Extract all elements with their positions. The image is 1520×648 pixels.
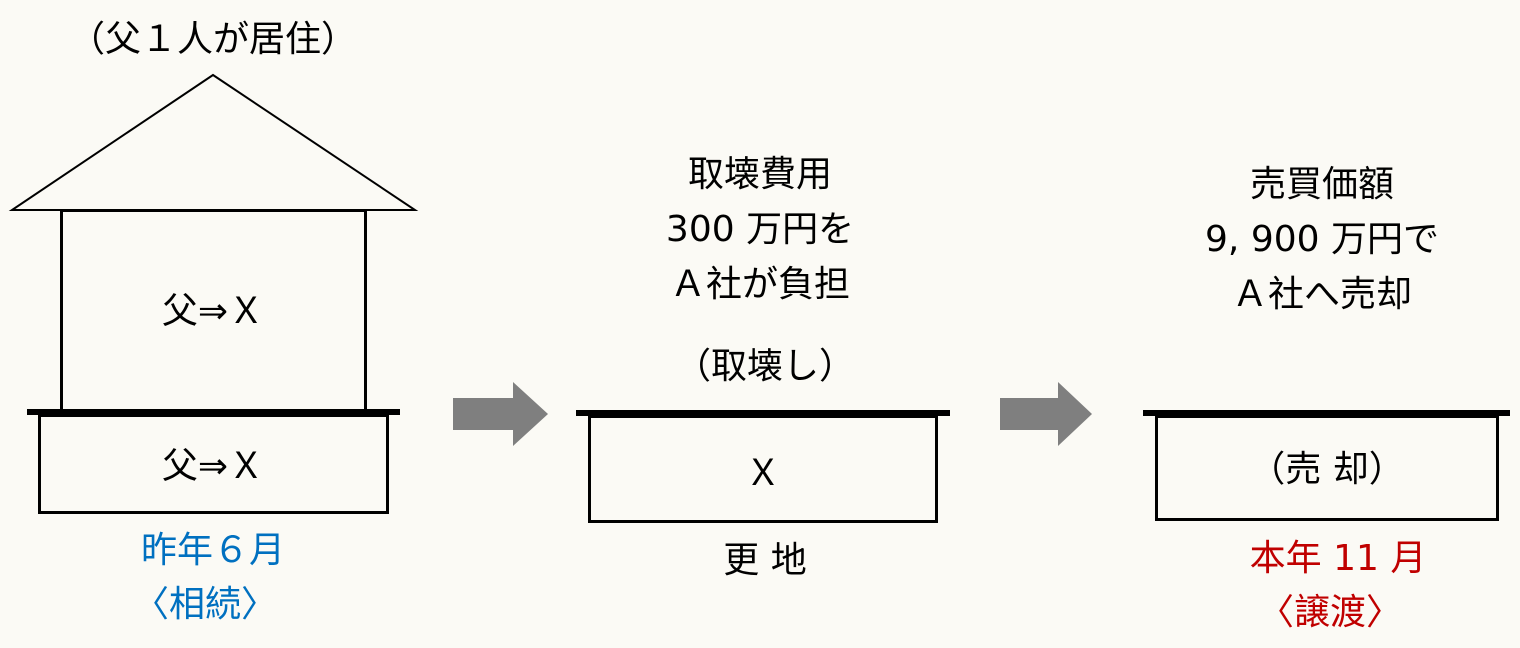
sale-label: （売 却）: [1249, 449, 1405, 490]
demolition-note-line: Ａ社が負担: [669, 264, 851, 305]
demolition-note-line: 取壊費用: [687, 154, 833, 195]
land-ownership-label: 父⇒Ｘ: [161, 446, 265, 487]
sale-note-line: Ａ社へ売却: [1231, 274, 1413, 315]
transfer-event: 〈譲渡〉: [1257, 592, 1403, 633]
arrow-right-icon: [453, 382, 548, 446]
vacant-land-status: 更 地: [723, 540, 807, 581]
demolition-note-line: 300 万円を: [665, 209, 855, 250]
residence-caption: （父１人が居住）: [68, 19, 358, 60]
sale-note-line: 9, 900 万円で: [1205, 219, 1439, 260]
demolition-action: （取壊し）: [674, 346, 856, 387]
ground-line: [27, 409, 400, 415]
ground-line: [576, 410, 950, 416]
ground-line: [1143, 410, 1510, 416]
sold-land-plot: [1155, 415, 1499, 521]
land-plot: [38, 414, 389, 514]
land-owner-label: Ｘ: [744, 453, 782, 494]
inheritance-event: 〈相続〉: [132, 584, 278, 625]
house-ownership-label: 父⇒Ｘ: [161, 291, 265, 332]
house-roof: [8, 73, 419, 211]
transfer-date: 本年 11 月: [1249, 538, 1427, 579]
vacant-land-plot: [588, 415, 938, 523]
sale-note-line: 売買価額: [1249, 164, 1395, 205]
inheritance-date: 昨年６月: [140, 530, 286, 571]
arrow-right-icon: [1000, 382, 1092, 446]
